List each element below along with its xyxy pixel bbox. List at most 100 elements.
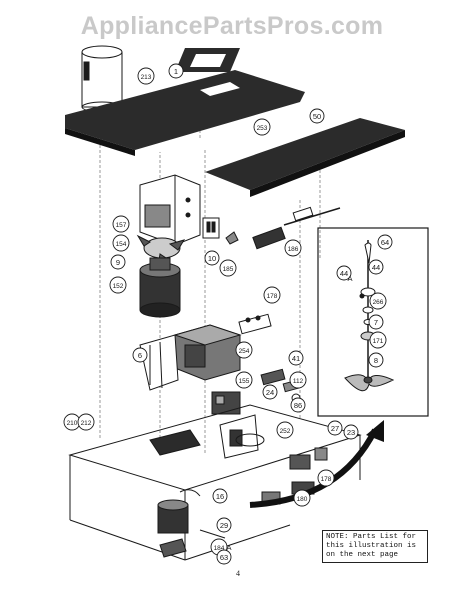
callout-text: 180	[297, 496, 308, 503]
callout-5: 157	[112, 215, 130, 233]
side-panel	[205, 118, 405, 197]
callout-text: 8	[374, 356, 378, 365]
callout-text: A	[347, 274, 352, 283]
callout-text: 41	[292, 354, 300, 363]
callout-text: 178	[321, 476, 332, 483]
callout-16: 112	[289, 371, 307, 389]
callout-19: 24	[262, 384, 278, 400]
callout-24: 23	[343, 424, 359, 440]
note-line: on the next page	[326, 551, 399, 559]
callout-text: 10	[208, 254, 216, 263]
callout-text: 185	[223, 266, 234, 273]
callout-text: 64	[381, 238, 389, 247]
note-box: NOTE: Parts List for this illustration i…	[322, 530, 428, 563]
callout-21: 212	[77, 413, 95, 431]
callout-34: A	[347, 274, 352, 283]
callout-text: 1	[174, 67, 178, 76]
callout-text: 178	[267, 293, 278, 300]
callout-33: 44	[336, 265, 352, 281]
callout-38: 171	[369, 331, 387, 349]
callout-text: 6	[138, 351, 142, 360]
callout-12: 178	[263, 286, 281, 304]
drive-motor	[139, 257, 181, 318]
callout-text: 213	[141, 74, 152, 81]
callout-text: 112	[293, 378, 304, 385]
callout-28: 29	[216, 517, 232, 533]
fan-motor	[136, 204, 186, 268]
callout-text: 254	[239, 348, 250, 355]
switch-block	[202, 217, 239, 245]
callout-text: 23	[347, 428, 355, 437]
callout-text: 252	[280, 428, 291, 435]
callout-text: 186	[288, 246, 299, 253]
callout-30: A	[226, 543, 231, 552]
fan-shaft-assembly	[344, 240, 395, 392]
callout-text: 29	[220, 521, 228, 530]
callout-7: 9	[110, 254, 126, 270]
callout-text: 9	[116, 258, 120, 267]
transformer	[173, 324, 242, 381]
callout-6: 154	[112, 234, 130, 252]
callout-36: 266	[369, 292, 387, 310]
callout-15: 41	[288, 350, 304, 366]
callout-text: 44	[372, 263, 380, 272]
callout-9: 185	[219, 259, 237, 277]
callout-25: 178	[317, 469, 335, 487]
callout-13: 254	[235, 341, 253, 359]
callout-4: 50	[309, 108, 325, 124]
callout-8: 10	[204, 250, 220, 266]
callout-3: 253	[253, 118, 271, 136]
callout-39: 8	[368, 352, 384, 368]
duct-cylinder	[81, 45, 123, 113]
top-cover-panel	[65, 70, 305, 156]
callout-text: 266	[373, 299, 384, 306]
callout-32: 64	[377, 234, 393, 250]
callout-text: 16	[216, 492, 224, 501]
inset-frame	[317, 227, 429, 417]
base-pan	[68, 404, 362, 561]
callout-text: 210	[67, 420, 78, 427]
callout-text: 7	[374, 318, 378, 327]
arrow-head	[366, 420, 384, 442]
callout-text: 44	[340, 269, 348, 278]
callout-2: 213	[137, 67, 155, 85]
callout-35: 44	[368, 259, 384, 275]
mounting-bracket	[139, 334, 179, 391]
callout-text: 152	[113, 283, 124, 290]
callout-17: 155	[235, 371, 253, 389]
callout-text: 212	[81, 420, 92, 427]
relay	[211, 391, 241, 415]
callout-text: 253	[257, 125, 268, 132]
note-line: NOTE: Parts List for	[326, 533, 417, 541]
callout-27: 16	[212, 488, 228, 504]
callout-text: 63	[220, 553, 228, 562]
watermark: AppliancePartsPros.com	[80, 12, 384, 40]
callout-23: 27	[327, 420, 343, 436]
callout-text: 50	[313, 112, 321, 121]
callout-text: 155	[239, 378, 250, 385]
gasket-plate	[175, 48, 240, 72]
page-number: 4	[236, 569, 240, 578]
cord-clip	[159, 529, 226, 558]
callout-text: 157	[116, 222, 127, 229]
capacitor	[157, 489, 201, 534]
callout-1: 1	[168, 63, 184, 79]
callout-labels: 1 213 253 50 157 154 9 10 185 186 152 178 254 6 41 112 1…	[63, 63, 393, 565]
heater-element	[252, 206, 341, 250]
terminal-block	[238, 313, 272, 335]
callout-10: 186	[284, 239, 302, 257]
note-line: this illustration is	[326, 542, 417, 550]
callout-37: 7	[368, 314, 384, 330]
callout-text: 86	[294, 401, 302, 410]
callout-text: 27	[331, 424, 339, 433]
callout-31: 63	[216, 549, 232, 565]
callout-text: A	[226, 543, 231, 552]
callout-text: 154	[116, 241, 127, 248]
callout-14: 6	[132, 347, 148, 363]
callout-text: 24	[266, 388, 274, 397]
callout-text: 171	[373, 338, 384, 345]
callout-18: 86	[290, 397, 306, 413]
callout-text: 184	[214, 545, 225, 552]
